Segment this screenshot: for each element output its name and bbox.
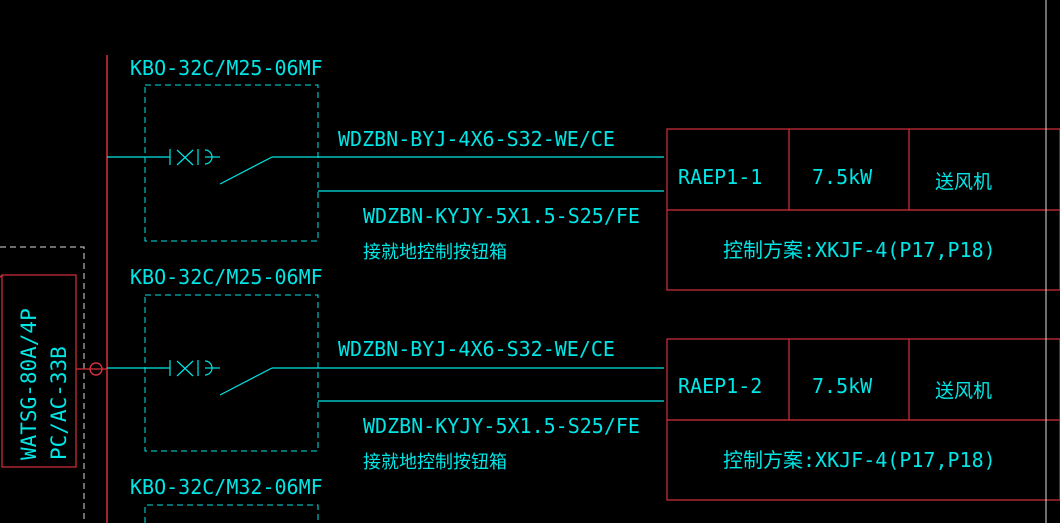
circuit-2-power: 7.5kW	[812, 374, 873, 398]
circuit-2-control-note: 接就地控制按钮箱	[363, 452, 507, 473]
circuit-3: KBO-32C/M32-06MF	[130, 475, 323, 523]
circuit-2-switch-blade	[219, 367, 273, 396]
circuit-1-power: 7.5kW	[812, 165, 873, 189]
circuit-1-equipment-id: RAEP1-1	[678, 165, 762, 189]
circuit-2-power-cable: WDZBN-BYJ-4X6-S32-WE/CE	[338, 337, 615, 361]
circuit-1-control-note: 接就地控制按钮箱	[363, 242, 507, 263]
circuit-2-control-scheme: 控制方案:XKJF-4(P17,P18)	[723, 448, 996, 472]
circuit-1-power-cable: WDZBN-BYJ-4X6-S32-WE/CE	[338, 127, 615, 151]
circuit-1-switch-blade	[219, 156, 273, 185]
circuit-1-control-scheme: 控制方案:XKJF-4(P17,P18)	[723, 238, 996, 262]
junction-circle	[89, 362, 103, 376]
circuit-1-breaker-label: KBO-32C/M25-06MF	[130, 56, 323, 80]
circuit-1-control-cable: WDZBN-KYJY-5X1.5-S25/FE	[363, 204, 640, 228]
circuit-2-control-cable: WDZBN-KYJY-5X1.5-S25/FE	[363, 414, 640, 438]
circuit-1-trip-cross-b	[176, 149, 194, 166]
circuit-2-breaker-box	[144, 294, 319, 452]
transfer-switch-model: WATSG-80A/4P	[17, 308, 41, 460]
circuit-2-equipment-name: 送风机	[935, 380, 992, 402]
circuit-3-breaker-label: KBO-32C/M32-06MF	[130, 475, 323, 499]
transfer-switch-box	[1, 274, 77, 468]
circuit-1-breaker-box	[144, 84, 319, 242]
circuit-1: KBO-32C/M25-06MF WDZBN-BYJ-4X6-S32-WE/CE…	[107, 56, 1060, 291]
transfer-switch-spec: PC/AC-33B	[47, 346, 71, 460]
circuit-2-breaker-label: KBO-32C/M25-06MF	[130, 265, 323, 289]
circuit-2-trip-cross-b	[176, 360, 194, 377]
circuit-2-equipment-id: RAEP1-2	[678, 374, 762, 398]
circuit-1-equipment-name: 送风机	[935, 171, 992, 193]
circuit-3-breaker-box	[144, 504, 319, 523]
transfer-switch-dashed-frame	[0, 246, 85, 523]
circuit-2: KBO-32C/M25-06MF WDZBN-BYJ-4X6-S32-WE/CE…	[107, 265, 1060, 501]
